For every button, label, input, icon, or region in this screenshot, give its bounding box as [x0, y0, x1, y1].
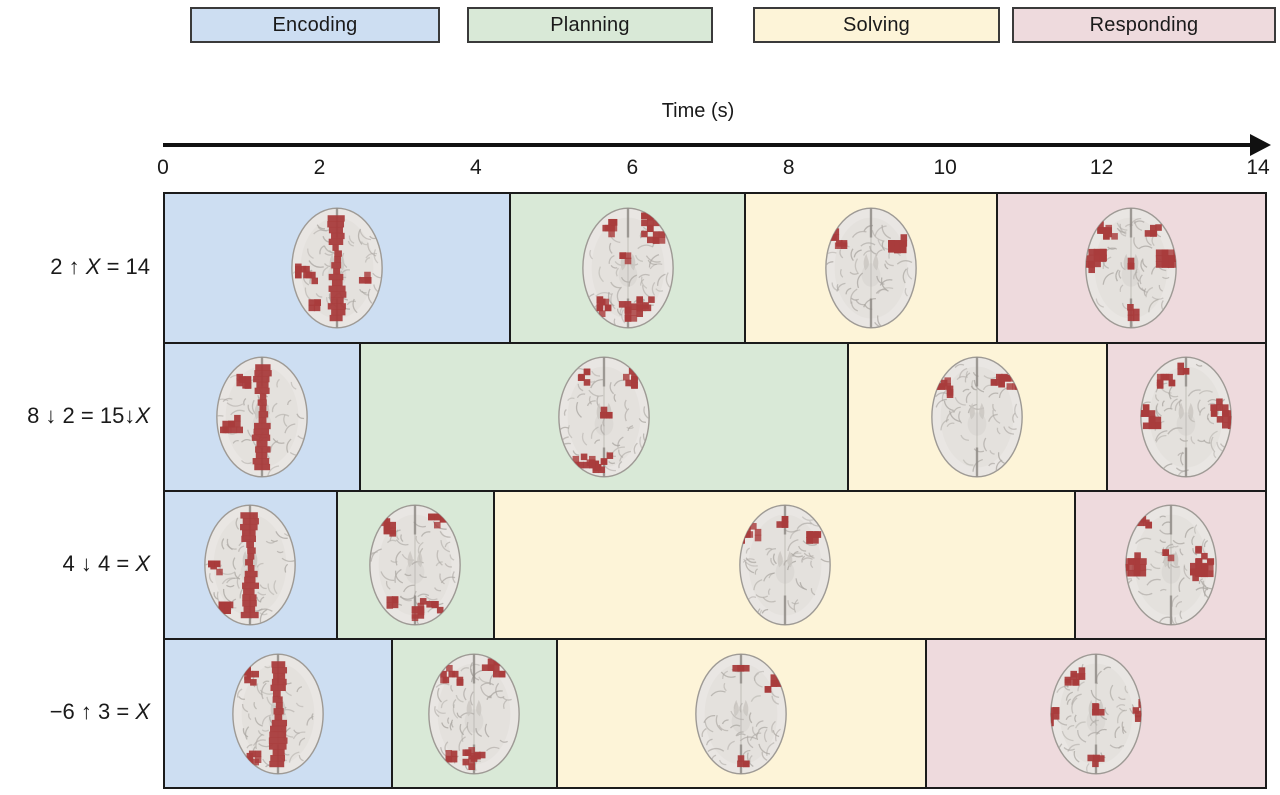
legend-box-planning: Planning: [467, 7, 713, 43]
legend-label: Responding: [1089, 13, 1199, 36]
row-label: 2 ↑ X = 14: [50, 254, 150, 279]
legend-box-responding: Responding: [1012, 7, 1276, 43]
brain-tissue: [217, 357, 308, 477]
phase-segment-responding: [1076, 492, 1265, 638]
phase-segment-encoding: [165, 492, 338, 638]
brain-scan: [1050, 653, 1142, 774]
phase-segment-solving: [495, 492, 1077, 638]
activation-overlay: [572, 367, 638, 474]
legend-label: Solving: [843, 13, 910, 36]
legend-box-encoding: Encoding: [190, 7, 440, 43]
activation-overlay: [1141, 362, 1232, 430]
phase-segment-solving: [746, 194, 998, 342]
activation-overlay: [220, 364, 272, 471]
phase-segment-solving: [557, 640, 928, 787]
brain-tissue: [558, 357, 650, 477]
brain-tissue: [1086, 208, 1177, 328]
phase-segment-encoding: [165, 194, 511, 342]
brain-tissue: [292, 208, 382, 328]
timeline-row: [165, 194, 1265, 344]
row-label: −6 ↑ 3 = X: [49, 698, 150, 724]
brain-tissue: [932, 357, 1022, 477]
phase-segment-responding: [927, 640, 1265, 787]
activation-overlay: [294, 215, 372, 322]
phase-segment-responding: [997, 194, 1265, 342]
brain-scan: [558, 356, 650, 478]
brain-scan: [369, 504, 462, 626]
brain-scan: [428, 653, 521, 774]
brain-scan: [931, 356, 1024, 478]
brain-scan: [738, 504, 831, 626]
brain-scan: [232, 653, 324, 774]
brain-tissue: [825, 208, 913, 328]
brain-tissue: [1125, 505, 1214, 625]
activation-overlay: [825, 228, 908, 254]
brain-scan: [291, 207, 383, 329]
brain-scan: [581, 207, 674, 329]
brain-tissue: [205, 505, 296, 625]
phase-segment-planning: [510, 194, 747, 342]
brain-tissue: [739, 505, 830, 625]
timeline-row: [165, 492, 1265, 640]
timeline-row: [165, 640, 1265, 787]
phase-segment-encoding: [165, 640, 393, 787]
brain-scan: [1140, 356, 1233, 478]
time-axis-line: [163, 143, 1253, 147]
tick-label: 8: [782, 156, 795, 179]
brain-tissue: [236, 653, 315, 774]
phase-segment-planning: [392, 640, 558, 787]
brain-scan: [204, 504, 297, 626]
time-axis-ticks: 0 2 4 6 8 10 12 14: [0, 156, 1280, 184]
brain-scan: [216, 356, 309, 478]
tick-label: 14: [1246, 156, 1270, 179]
time-axis-arrowhead-icon: [1250, 134, 1271, 156]
brain-scan: [825, 207, 917, 329]
tick-label: 12: [1089, 156, 1114, 179]
phase-segment-encoding: [165, 344, 362, 490]
brain-tissue: [1141, 357, 1232, 477]
brain-tissue: [584, 208, 670, 328]
time-axis-title: Time (s): [661, 100, 735, 122]
tick-label: 0: [157, 156, 169, 179]
brain-scan: [695, 653, 788, 774]
row-label: 4 ↓ 4 = X: [62, 551, 150, 576]
timeline-row: [165, 344, 1265, 492]
phase-segment-planning: [361, 344, 849, 490]
phase-segment-responding: [1107, 344, 1265, 490]
activation-overlay: [208, 512, 260, 619]
legend-label: Planning: [550, 13, 630, 36]
phase-segment-planning: [337, 492, 495, 638]
brain-tissue: [1050, 653, 1142, 774]
tick-label: 2: [313, 156, 326, 179]
chart-area: [163, 192, 1267, 789]
tick-label: 4: [470, 156, 482, 179]
brain-scan: [1124, 504, 1217, 626]
legend-box-solving: Solving: [753, 7, 1000, 43]
phase-segment-solving: [848, 344, 1108, 490]
brain-tissue: [370, 505, 457, 625]
tick-label: 6: [626, 156, 639, 179]
activation-overlay: [1086, 221, 1177, 322]
legend-label: Encoding: [272, 13, 358, 36]
tick-label: 10: [933, 156, 957, 179]
row-label: 8 ↓ 2 = 15↓X: [27, 403, 150, 428]
brain-scan: [1085, 207, 1178, 329]
activation-overlay: [1050, 666, 1142, 767]
